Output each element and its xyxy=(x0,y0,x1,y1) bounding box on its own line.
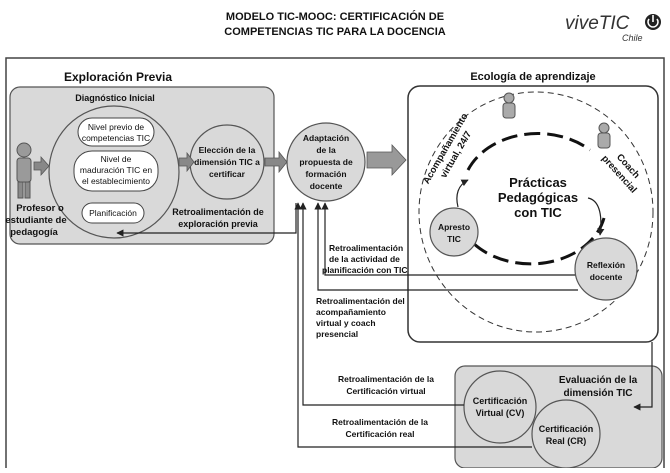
svg-text:Nivel previo de: Nivel previo de xyxy=(88,122,144,132)
adaptacion-circle xyxy=(286,122,366,202)
svg-text:Retroalimentación de la: Retroalimentación de la xyxy=(332,417,428,427)
svg-text:propuesta de: propuesta de xyxy=(299,157,353,167)
svg-text:viveTIC: viveTIC xyxy=(565,13,630,34)
svg-text:Certificación: Certificación xyxy=(539,424,594,434)
svg-text:Planificación: Planificación xyxy=(89,208,137,218)
feedback-acompanamiento-line xyxy=(314,202,578,291)
svg-text:Retroalimentación del: Retroalimentación del xyxy=(316,296,405,306)
feedback-cert-virtual-line xyxy=(299,202,464,406)
svg-text:Nivel de: Nivel de xyxy=(101,154,132,164)
svg-text:Profesor o: Profesor o xyxy=(16,203,64,214)
arrow-adaptacion-ecologia xyxy=(366,143,407,177)
feedback-cert-real-line xyxy=(294,202,532,448)
vivetic-logo: viveTIC Chile xyxy=(565,13,661,43)
svg-text:Prácticas: Prácticas xyxy=(509,175,567,190)
svg-text:Adaptación: Adaptación xyxy=(303,133,349,143)
outer-frame xyxy=(5,57,665,468)
svg-text:competencias TIC: competencias TIC xyxy=(82,133,150,143)
apresto-circle xyxy=(429,207,479,257)
svg-text:Pedagógicas: Pedagógicas xyxy=(498,190,578,205)
svg-text:Evaluación de la: Evaluación de la xyxy=(559,375,638,386)
svg-text:Retroalimentación de la: Retroalimentación de la xyxy=(338,374,434,384)
svg-text:Certificación: Certificación xyxy=(473,396,528,406)
svg-text:Reflexión: Reflexión xyxy=(587,260,625,270)
nivel-previo-pill xyxy=(77,117,155,147)
arrow-ecologia-evaluacion xyxy=(633,342,653,411)
svg-text:formación: formación xyxy=(305,169,346,179)
feedback-exploracion-text: Retroalimentación de xyxy=(172,207,264,217)
ecologia-title: Ecología de aprendizaje xyxy=(470,71,595,83)
feedback-planificacion-line xyxy=(321,202,575,276)
svg-text:exploración previa: exploración previa xyxy=(178,219,259,229)
svg-text:de la: de la xyxy=(316,145,336,155)
arrow-diag-eleccion xyxy=(178,151,195,173)
svg-text:Virtual (CV): Virtual (CV) xyxy=(476,408,525,418)
svg-text:dimensión TIC a: dimensión TIC a xyxy=(194,157,260,167)
page-title-line1: MODELO TIC-MOOC: CERTIFICACIÓN DE xyxy=(226,10,444,23)
svg-text:TIC: TIC xyxy=(447,234,461,244)
reflexion-arrow xyxy=(587,197,605,236)
apresto-arrow xyxy=(456,179,469,208)
planificacion-pill xyxy=(81,202,145,224)
arrow-eleccion-adaptacion xyxy=(264,150,288,174)
svg-text:Apresto: Apresto xyxy=(438,222,470,232)
svg-text:maduración TIC en: maduración TIC en xyxy=(80,165,152,175)
svg-text:con TIC: con TIC xyxy=(514,205,562,220)
cert-virtual-circle xyxy=(463,370,537,444)
exploracion-title: Exploración Previa xyxy=(64,70,172,84)
svg-text:pedagogía: pedagogía xyxy=(10,227,58,238)
maduracion-pill xyxy=(73,150,159,192)
svg-text:virtual y coach: virtual y coach xyxy=(316,318,376,328)
svg-text:docente: docente xyxy=(590,272,623,282)
svg-text:acompañamiento: acompañamiento xyxy=(316,307,386,317)
svg-text:de la actividad de: de la actividad de xyxy=(329,254,400,264)
cycle-arc-bottom xyxy=(468,217,606,266)
svg-text:presencial: presencial xyxy=(316,329,358,339)
svg-text:certificar: certificar xyxy=(209,169,246,179)
svg-text:Chile: Chile xyxy=(622,33,643,43)
svg-text:planificación con TIC: planificación con TIC xyxy=(322,265,407,275)
svg-text:Certificación real: Certificación real xyxy=(346,429,415,439)
svg-text:estudiante de: estudiante de xyxy=(5,215,66,226)
svg-text:Elección de la: Elección de la xyxy=(199,145,256,155)
person-icon xyxy=(16,142,32,199)
coach-person-icon xyxy=(597,122,611,149)
arrow-person-diag xyxy=(33,155,50,177)
svg-text:el establecimiento: el establecimiento xyxy=(82,176,150,186)
feedback-exploracion-arrow xyxy=(116,203,297,237)
svg-text:Retroalimentación: Retroalimentación xyxy=(329,243,403,253)
svg-text:Real (CR): Real (CR) xyxy=(546,436,587,446)
svg-text:docente: docente xyxy=(310,181,343,191)
cert-real-circle xyxy=(531,399,601,469)
ecologia-dashed-circle xyxy=(418,91,654,333)
svg-text:dimensión TIC: dimensión TIC xyxy=(564,388,633,399)
svg-text:Certificación virtual: Certificación virtual xyxy=(346,386,425,396)
page-title-line2: COMPETENCIAS TIC PARA LA DOCENCIA xyxy=(224,26,445,38)
reflexion-circle xyxy=(574,237,638,301)
acompanamiento-person-icon xyxy=(502,92,516,119)
cycle-arc-top xyxy=(466,132,591,171)
diagnostico-title: Diagnóstico Inicial xyxy=(75,93,155,103)
